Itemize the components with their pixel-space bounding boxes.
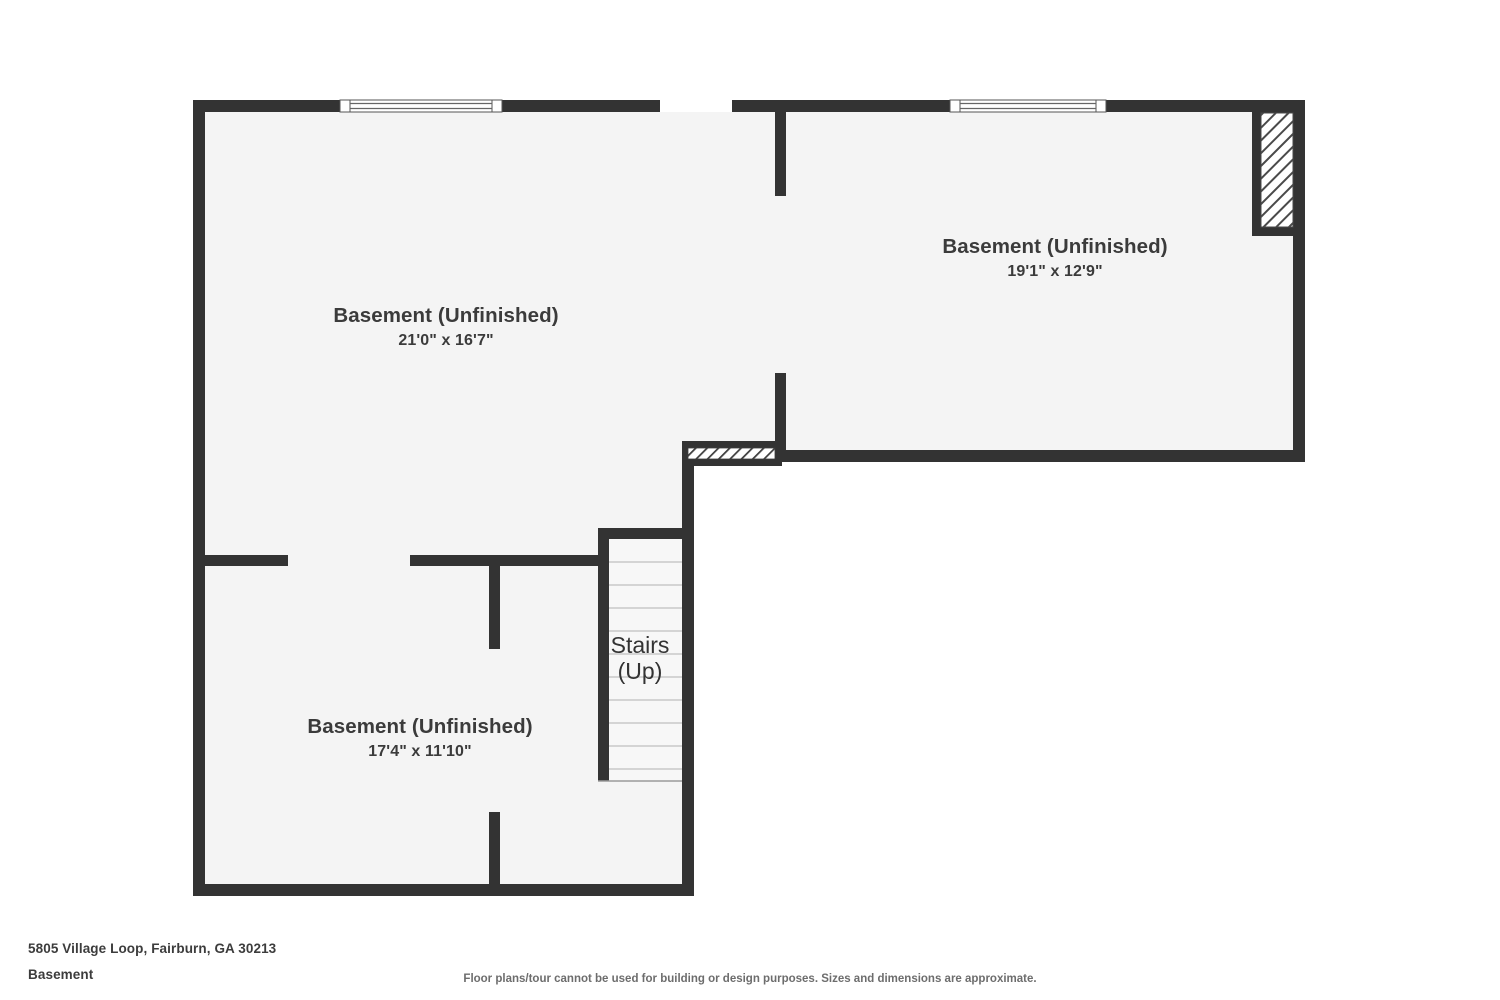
stairs-wall-top	[598, 528, 682, 539]
hatched-features-group	[682, 104, 1302, 466]
stairs-label-line-1: Stairs	[610, 632, 670, 658]
wall-mid-vertical	[682, 450, 694, 896]
wall-stub-bottom-vertical	[489, 812, 500, 890]
room-name: Basement (Unfinished)	[942, 235, 1168, 258]
window-top-3	[949, 99, 1107, 113]
wall-top-b	[500, 100, 662, 112]
room-label-basement-upper-left: Basement (Unfinished) 21'0" x 16'7"	[333, 304, 558, 350]
opening-top-2	[660, 100, 732, 112]
footer-floor-name: Basement	[28, 967, 94, 982]
wall-stub-mid-vertical	[775, 373, 786, 453]
interior-walls-group	[205, 106, 786, 890]
exterior-walls-group	[193, 100, 1305, 896]
room-label-basement-lower: Basement (Unfinished) 17'4" x 11'10"	[307, 715, 532, 761]
room-dimensions: 17'4" x 11'10"	[368, 743, 472, 760]
floor-fill-group	[205, 112, 1293, 884]
window-top-1-jamb-left	[339, 99, 351, 113]
window-top-1-jamb-right	[491, 99, 503, 113]
wall-stub-lower-vertical	[489, 560, 500, 649]
wall-bottom	[193, 884, 694, 896]
windows-group	[339, 99, 1107, 113]
window-top-3-jamb-right	[1095, 99, 1107, 113]
room-dimensions: 19'1" x 12'9"	[1007, 263, 1103, 280]
room-name: Basement (Unfinished)	[307, 715, 533, 738]
room-dimensions: 21'0" x 16'7"	[398, 332, 494, 349]
window-top-3-jamb-left	[949, 99, 961, 113]
stairs-group[interactable]	[598, 528, 682, 782]
wall-stub-lower-left	[205, 555, 288, 566]
hatch-mid-beam	[687, 447, 776, 460]
stairs-label-line-2: (Up)	[617, 658, 663, 685]
hatch-right-chimney	[1260, 112, 1294, 228]
wall-top-a	[193, 100, 342, 112]
room-label-basement-upper-right: Basement (Unfinished) 19'1" x 12'9"	[942, 235, 1167, 281]
floor-fill-area	[205, 112, 1293, 884]
room-name: Basement (Unfinished)	[333, 304, 559, 327]
stairs-wall-left	[598, 528, 609, 781]
footer-address: 5805 Village Loop, Fairburn, GA 30213	[28, 941, 277, 956]
wall-stub-upper-vertical	[775, 106, 786, 196]
window-top-1	[339, 99, 503, 113]
wall-stub-lower-horizontal	[410, 555, 600, 566]
footer-disclaimer: Floor plans/tour cannot be used for buil…	[463, 973, 1037, 985]
stairs-label: Stairs (Up)	[611, 632, 670, 685]
wall-top-c	[730, 100, 952, 112]
stair-treads	[609, 561, 682, 770]
wall-right-wing-bottom	[682, 450, 1305, 462]
wall-left	[193, 100, 205, 896]
